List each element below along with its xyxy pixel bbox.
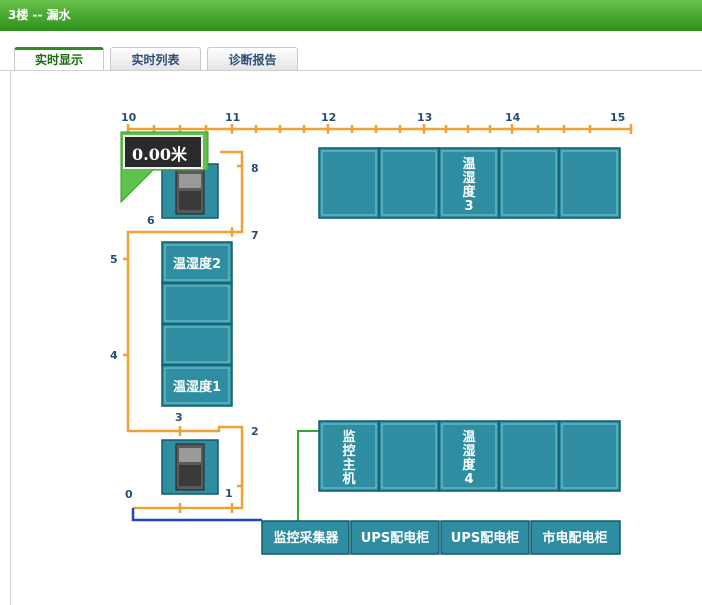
cabinet-label-mains: 市电配电柜 [542,530,607,546]
cable-point-4: 4 [110,349,118,362]
cable-point-2: 2 [251,425,259,438]
cable-point-0: 0 [125,488,133,501]
leak-position-marker[interactable] [120,131,209,204]
svg-text:3: 3 [464,199,473,214]
ac-unit-top[interactable] [161,163,219,219]
rack-row-top [318,147,621,219]
cabinet-ups-2[interactable] [440,520,530,555]
window-title: 3楼 -- 漏水 [0,0,702,31]
scale-tick-14: 14 [505,111,521,124]
cabinet-mains[interactable] [530,520,621,555]
tab-realtime-display[interactable]: 实时显示 [14,47,104,72]
th-sensor-1-label: 温湿度1 [173,379,221,395]
svg-text:湿: 湿 [462,444,475,459]
svg-text:湿: 湿 [462,171,475,186]
cable-point-8: 8 [251,162,259,175]
cable-point-3: 3 [175,411,183,424]
ac-label-line2: 空调 [132,190,158,206]
th-sensor-3-label: 温 湿 度 3 [462,157,476,214]
scale-tick-12: 12 [321,111,336,124]
svg-text:监: 监 [342,429,355,445]
cabinet-ups-1[interactable] [350,520,440,555]
cabinet-collector[interactable] [261,520,350,555]
svg-text:机: 机 [342,471,355,487]
ac-unit-bottom[interactable] [161,439,219,495]
svg-text:4: 4 [464,472,473,487]
svg-text:温: 温 [462,157,475,172]
signal-line [297,430,319,522]
leak-cable-ticks [123,164,242,513]
svg-text:度: 度 [462,184,476,200]
th-sensor-4-label: 温 湿 度 4 [462,430,476,487]
scale-tick-11: 11 [225,111,240,124]
svg-text:控: 控 [342,443,355,459]
leak-scale [126,124,633,134]
cable-point-5: 5 [110,253,118,266]
rack-row-bottom [318,420,621,492]
cabinet-label-collector: 监控采集器 [273,530,339,546]
cable-point-6: 6 [147,214,155,227]
svg-text:温: 温 [462,430,475,445]
leak-distance-readout: 0.00米 [132,145,188,164]
scale-tick-10: 10 [121,111,137,124]
svg-text:度: 度 [462,457,476,473]
collector-line [131,508,262,522]
cabinet-label-ups-1: UPS配电柜 [361,530,429,546]
rack-column-left [161,241,233,407]
cabinet-label-ups-2: UPS配电柜 [451,530,519,546]
cable-point-7: 7 [251,229,259,242]
svg-text:主: 主 [342,457,355,473]
scale-tick-13: 13 [417,111,432,124]
cable-point-1: 1 [225,487,233,500]
tab-divider [0,70,702,71]
th-sensor-2-label: 温湿度2 [173,256,221,272]
tab-bar: 实时显示 实时列表 诊断报告 [0,31,702,72]
tab-realtime-list[interactable]: 实时列表 [110,47,201,71]
leak-cable [126,150,244,510]
scale-tick-15: 15 [610,111,625,124]
tab-diagnostic-report[interactable]: 诊断报告 [207,47,298,71]
monitor-host-label: 监 控 主 机 [342,429,355,487]
